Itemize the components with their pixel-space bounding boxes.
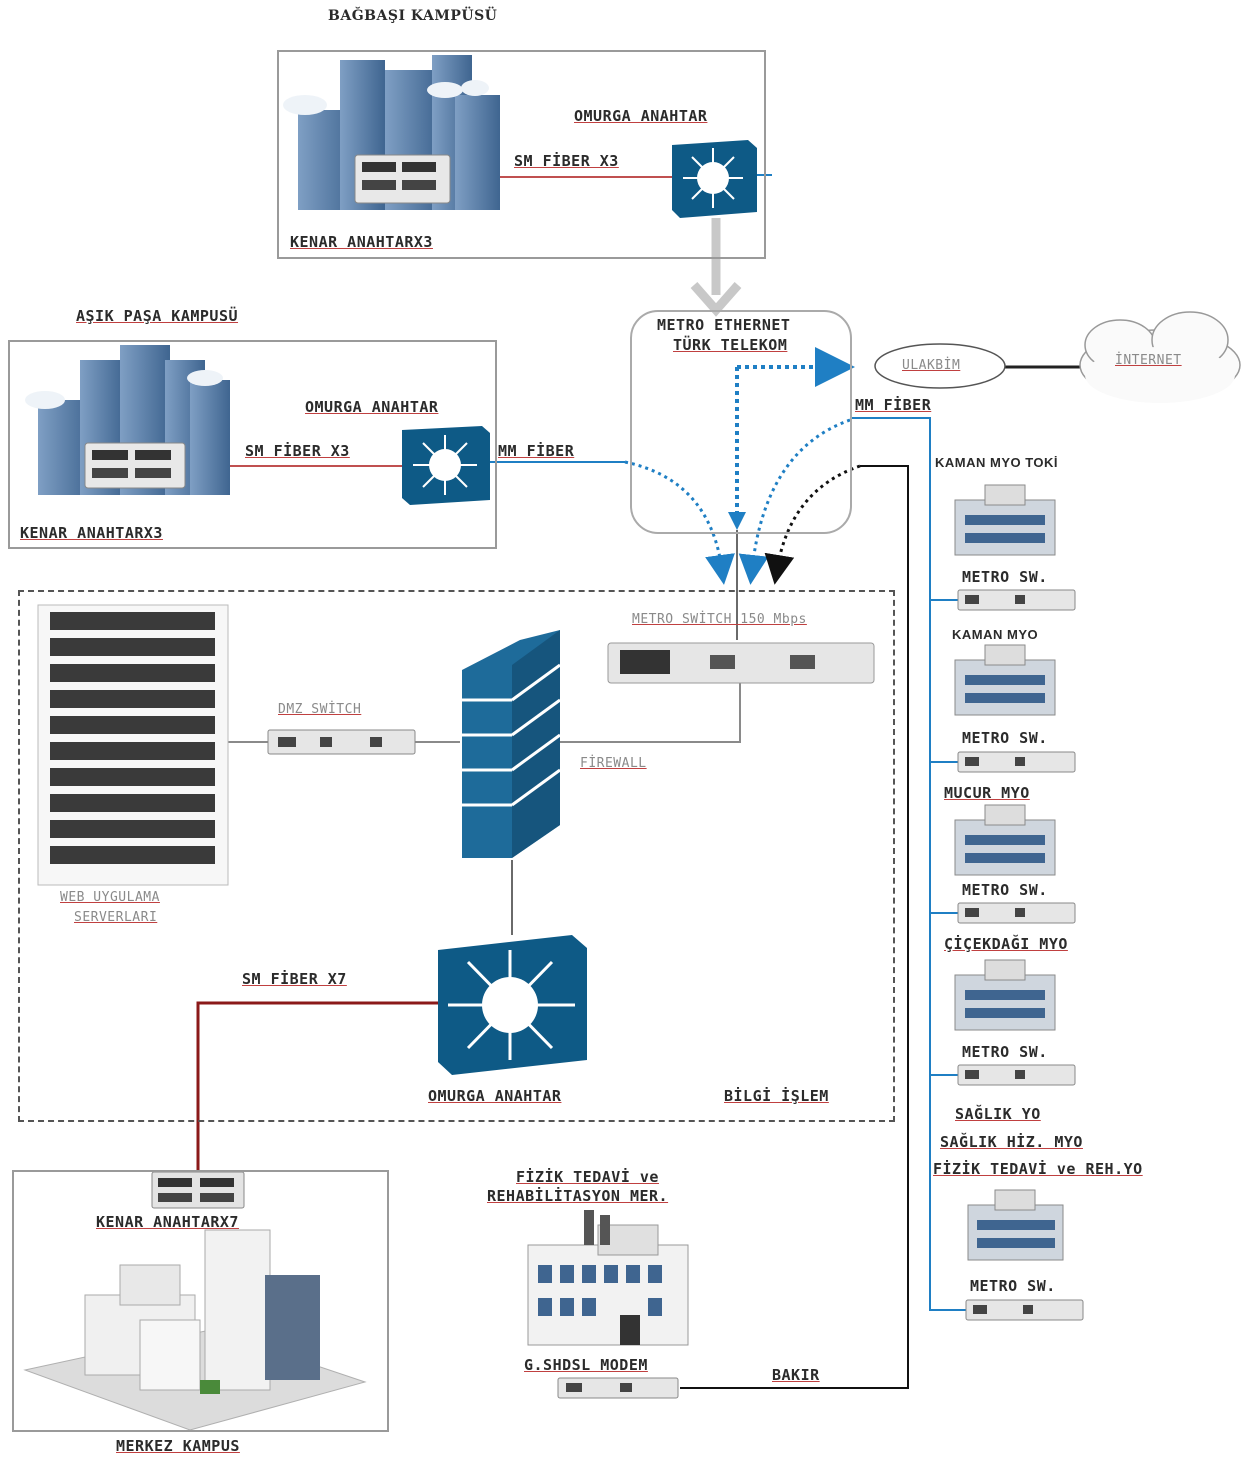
modem-label: G.SHDSL MODEM <box>524 1356 648 1374</box>
metro-sw-icon-1 <box>957 589 1076 611</box>
metro-sw-icon-3 <box>957 902 1076 924</box>
site-1-sw: METRO SW. <box>962 568 1048 586</box>
metro-sw-icon-5 <box>965 1299 1084 1321</box>
bagbasi-core-switch-icon <box>672 140 757 218</box>
dmz-switch-icon <box>267 729 416 755</box>
merkez-campus-box <box>12 1170 389 1432</box>
metro-sw-icon-2 <box>957 751 1076 773</box>
asikpasa-edge-label: KENAR ANAHTARX3 <box>20 524 163 542</box>
saglik-label-1: SAĞLIK YO <box>955 1105 1041 1123</box>
sm-fiber-x7-line <box>196 1001 438 1175</box>
asikpasa-edge-switch-icon <box>84 442 186 489</box>
site-building-icon-2 <box>954 644 1056 716</box>
datacenter-box <box>18 590 895 1122</box>
site-2-name: KAMAN MYO <box>952 627 1039 642</box>
datacenter-core-switch-icon <box>438 935 587 1075</box>
copper-label: BAKIR <box>772 1366 820 1384</box>
asikpasa-mm-label: MM FİBER <box>498 442 575 460</box>
site-2-sw: METRO SW. <box>962 729 1048 747</box>
site-building-icon-3 <box>954 804 1056 876</box>
bagbasi-title: BAĞBAŞI KAMPÜSÜ <box>328 8 498 24</box>
asikpasa-link-label: SM FİBER X3 <box>245 442 350 460</box>
web-servers-label-2: SERVERLARI <box>74 910 158 925</box>
gshdsl-modem-icon <box>557 1377 679 1399</box>
ftr-label-2: REHABİLİTASYON MER. <box>487 1187 669 1205</box>
metro-mm-label: MM FİBER <box>855 396 932 414</box>
asikpasa-core-label: OMURGA ANAHTAR <box>305 398 439 416</box>
merkez-campus-icon <box>23 1229 367 1431</box>
copper-dotted-arrow <box>764 464 861 585</box>
merkez-edge-label: KENAR ANAHTARX7 <box>96 1213 239 1231</box>
site-3-name: MUCUR MYO <box>944 784 1030 802</box>
internet-cloud-icon <box>1079 311 1241 403</box>
metro-line1: METRO ETHERNET <box>657 316 791 334</box>
asikpasa-dotted-arrow <box>624 460 735 585</box>
metro-ethernet-box <box>630 310 852 534</box>
web-servers-label-1: WEB UYGULAMA <box>60 890 160 905</box>
asikpasa-campus-box <box>8 340 497 549</box>
bagbasi-edge-label: KENAR ANAHTARX3 <box>290 233 433 251</box>
mm-fiber-dotted-arrow <box>738 418 851 585</box>
asikpasa-title: AŞIK PAŞA KAMPUSÜ <box>76 307 239 325</box>
asikpasa-core-switch-icon <box>402 426 490 505</box>
merkez-edge-switch-icon <box>151 1171 245 1209</box>
merkez-title: MERKEZ KAMPUS <box>116 1437 240 1455</box>
site-building-icon-4 <box>954 959 1056 1031</box>
site-1-name: KAMAN MYO TOKİ <box>935 455 1059 470</box>
site-building-icon-5 <box>967 1189 1064 1261</box>
site-building-icon-1 <box>954 484 1056 556</box>
site-4-sw: METRO SW. <box>962 1043 1048 1061</box>
saglik-label-3: FİZİK TEDAVİ ve REH.YO <box>933 1160 1143 1178</box>
metro-line2: TÜRK TELEKOM <box>673 336 788 354</box>
sm-fiber-x7-label: SM FİBER X7 <box>242 970 347 988</box>
mm-fiber-bus <box>850 417 966 1311</box>
bagbasi-core-label: OMURGA ANAHTAR <box>574 107 708 125</box>
site-4-name: ÇİÇEKDAĞI MYO <box>944 935 1068 953</box>
ulakbim-label: ULAKBİM <box>902 358 961 373</box>
site-3-sw: METRO SW. <box>962 881 1048 899</box>
ftr-building-icon <box>527 1210 689 1346</box>
ulakbim-cloud-icon <box>874 343 1006 389</box>
metro-switch-label: METRO SWİTCH 150 Mbps <box>632 612 807 627</box>
web-servers-rack-icon <box>37 604 229 886</box>
saglik-label-2: SAĞLIK HİZ. MYO <box>940 1133 1083 1151</box>
bagbasi-edge-switch-icon <box>354 154 451 204</box>
metro-firewall-line <box>560 680 741 743</box>
site-5-sw: METRO SW. <box>970 1277 1056 1295</box>
ftr-label-1: FİZİK TEDAVİ ve <box>516 1168 659 1186</box>
bagbasi-link-label: SM FİBER X3 <box>514 152 619 170</box>
firewall-icon <box>462 630 561 858</box>
metro-sw-icon-4 <box>957 1064 1076 1086</box>
internet-label: İNTERNET <box>1115 353 1182 368</box>
firewall-label: FİREWALL <box>580 756 647 771</box>
dmz-switch-label: DMZ SWİTCH <box>278 702 362 717</box>
datacenter-core-label: OMURGA ANAHTAR <box>428 1087 562 1105</box>
bilgi-islem-label: BİLGİ İŞLEM <box>724 1087 829 1105</box>
metro-switch-150-icon <box>607 642 875 684</box>
copper-line <box>680 465 909 1389</box>
bagbasi-campus-box <box>277 50 766 259</box>
